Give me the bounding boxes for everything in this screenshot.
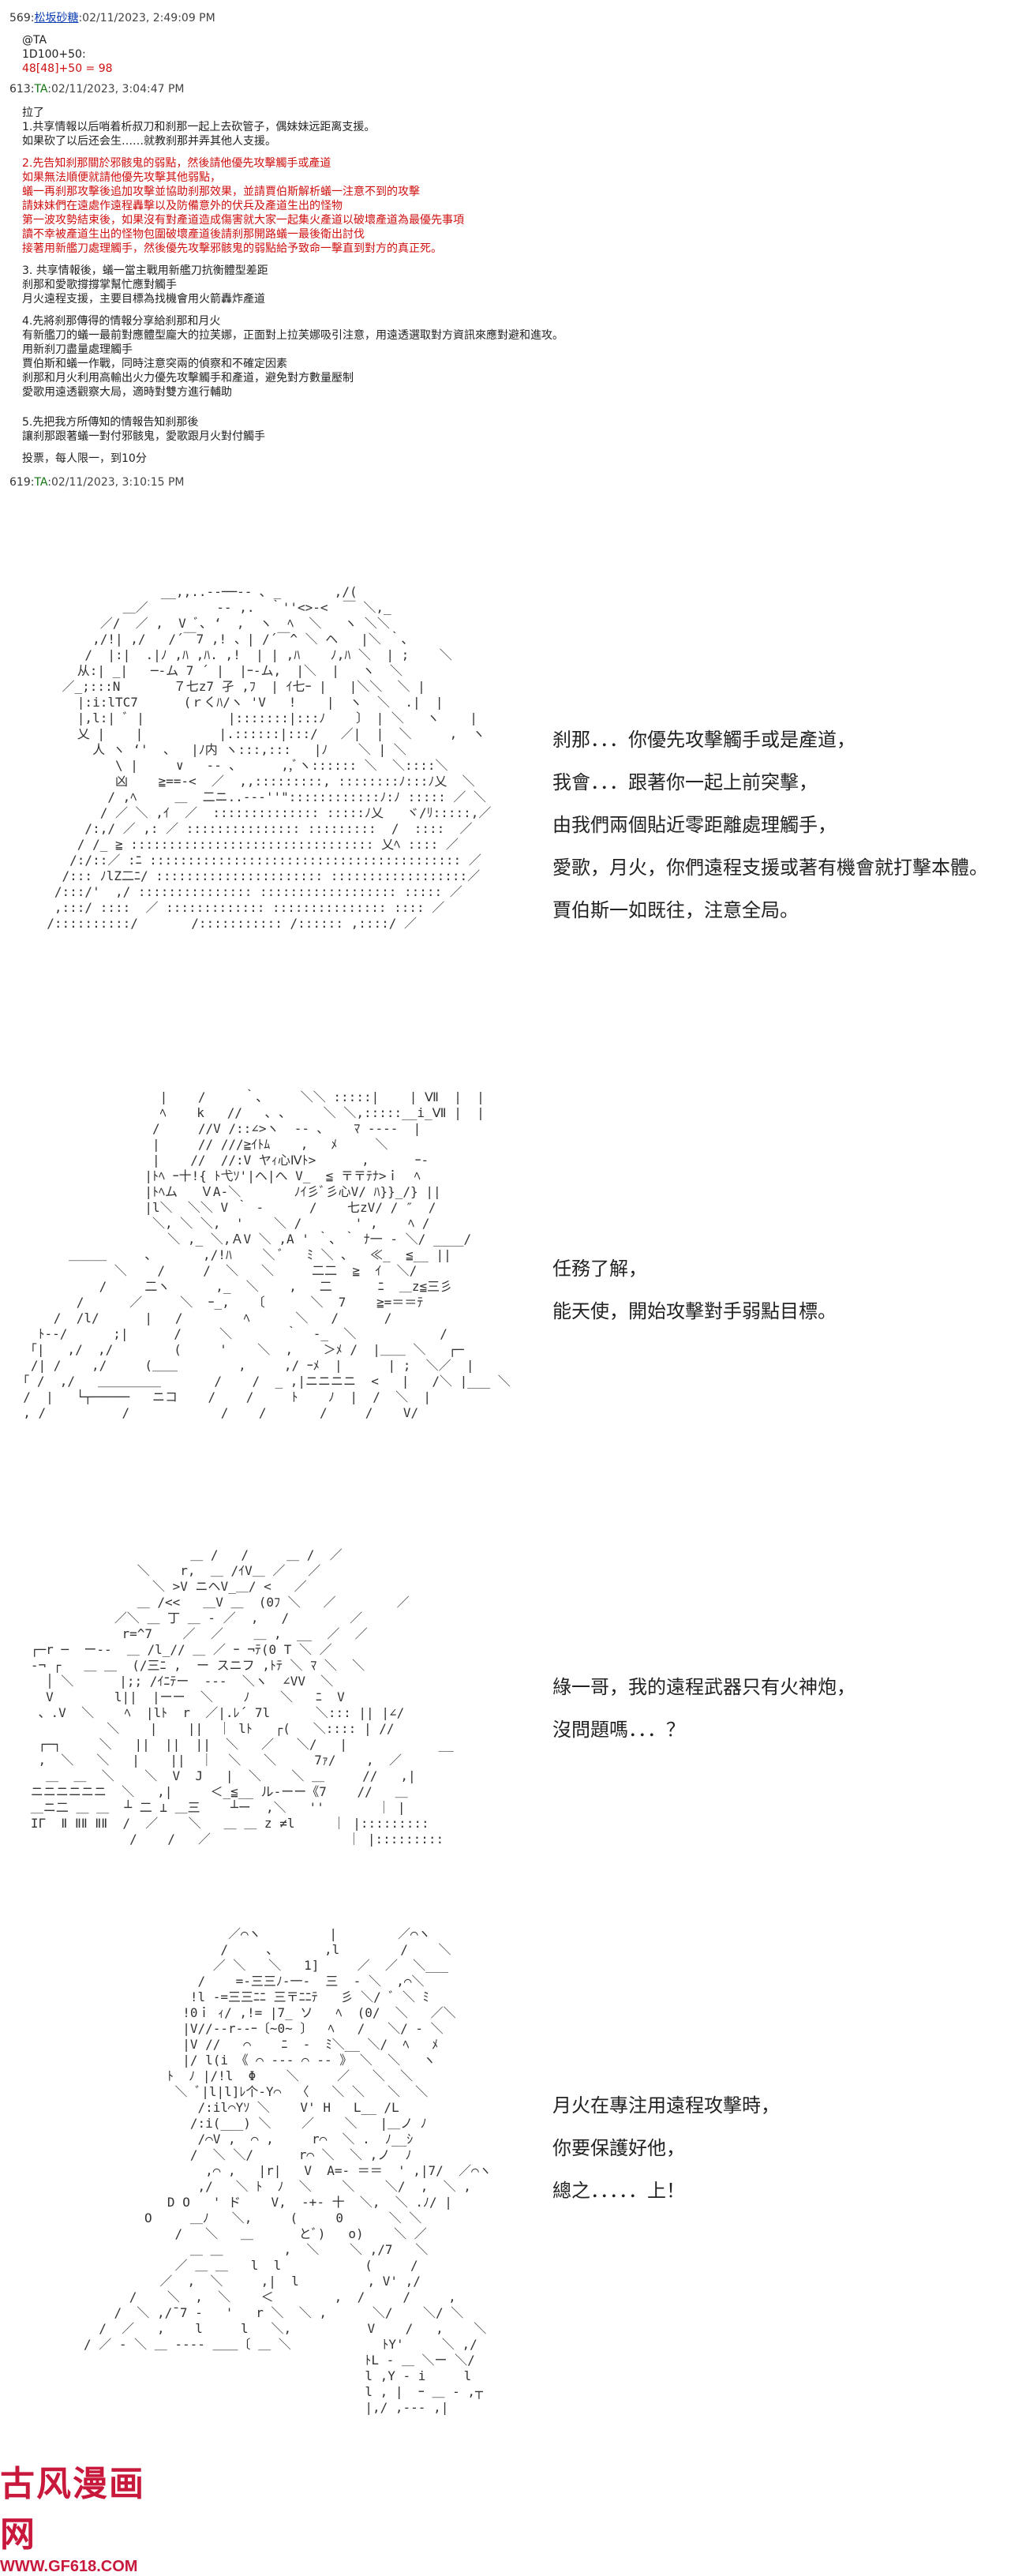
scene-4: ／⌒ヽ | ／⌒ヽ / 、 ,l / ＼ ／ ＼ ＼ 1] ／ ／ ＼___ /… [0,1926,1026,2447]
post-header-619: 619:TA:02/11/2023, 3:10:15 PM [9,476,185,489]
dialog-box-1: 刹那．．．你優先攻擊觸手或是產道， 我會．．．跟著你一起上前突擊， 由我們兩個貼… [552,729,988,921]
dice-result: 48[48]+50 = 98 [22,62,113,75]
watermark-logo: 古风漫画网 [0,2464,145,2555]
thread-text: 569:松坂砂糖:02/11/2023, 2:49:09 PM @TA 1D10… [9,11,609,489]
post-body-569: @TA 1D100+50: 48[48]+50 = 98 [9,33,609,76]
ascii-art-character-4: ／⌒ヽ | ／⌒ヽ / 、 ,l / ＼ ／ ＼ ＼ 1] ／ ／ ＼___ /… [83,1926,492,2415]
ascii-art-character-3: ＿ / / ＿ / ／ ＼ r, ＿ /ｲV＿ ／ ／ ＼ >V ニヘV_＿/ … [30,1547,454,1847]
dialog-box-3: 綠一哥，我的遠程武器只有火神炮， 沒問題嗎．．．？ [552,1676,856,1741]
ascii-art-character-2: | / ｀､ ＼＼ :::::| | Ⅶ | | ﾍ k // ､ ､ ＼ ＼,… [23,1089,511,1420]
scene-2: | / ｀､ ＼＼ :::::| | Ⅶ | | ﾍ k // ､ ､ ＼ ＼,… [0,1089,1026,1532]
post-body-613: 拉了 1.共享情報以后哨着析叔刀和刹那一起上去砍管子，偶妹妹远距离支援。 如果砍… [22,107,564,465]
poster-name-link[interactable]: 松坂砂糖 [34,12,79,24]
scene-1: __,,..--──-- ､ _ ,/( ＿／ ‐‐ ,. ｀''<>‐< ￣ … [0,584,1026,1074]
watermark-url: WWW.GF618.COM [0,2558,138,2575]
site-watermark: 古风漫画网 WWW.GF618.COM [0,2455,174,2575]
ascii-art-character-1: __,,..--──-- ､ _ ,/( ＿／ ‐‐ ,. ｀''<>‐< ￣ … [47,584,492,931]
post-header-613: 613:TA:02/11/2023, 3:04:47 PM [9,83,185,96]
post-header-569: 569:松坂砂糖:02/11/2023, 2:49:09 PM [9,12,215,24]
scene-3: ＿ / / ＿ / ／ ＼ r, ＿ /ｲV＿ ／ ／ ＼ >V ニヘV_＿/ … [0,1547,1026,1910]
dialog-box-2: 任務了解， 能天使，開始攻擊對手弱點目標。 [552,1258,837,1322]
dialog-box-4: 月火在專注用遠程攻擊時， 你要保護好他， 總之．．．．．上！ [552,2094,780,2202]
